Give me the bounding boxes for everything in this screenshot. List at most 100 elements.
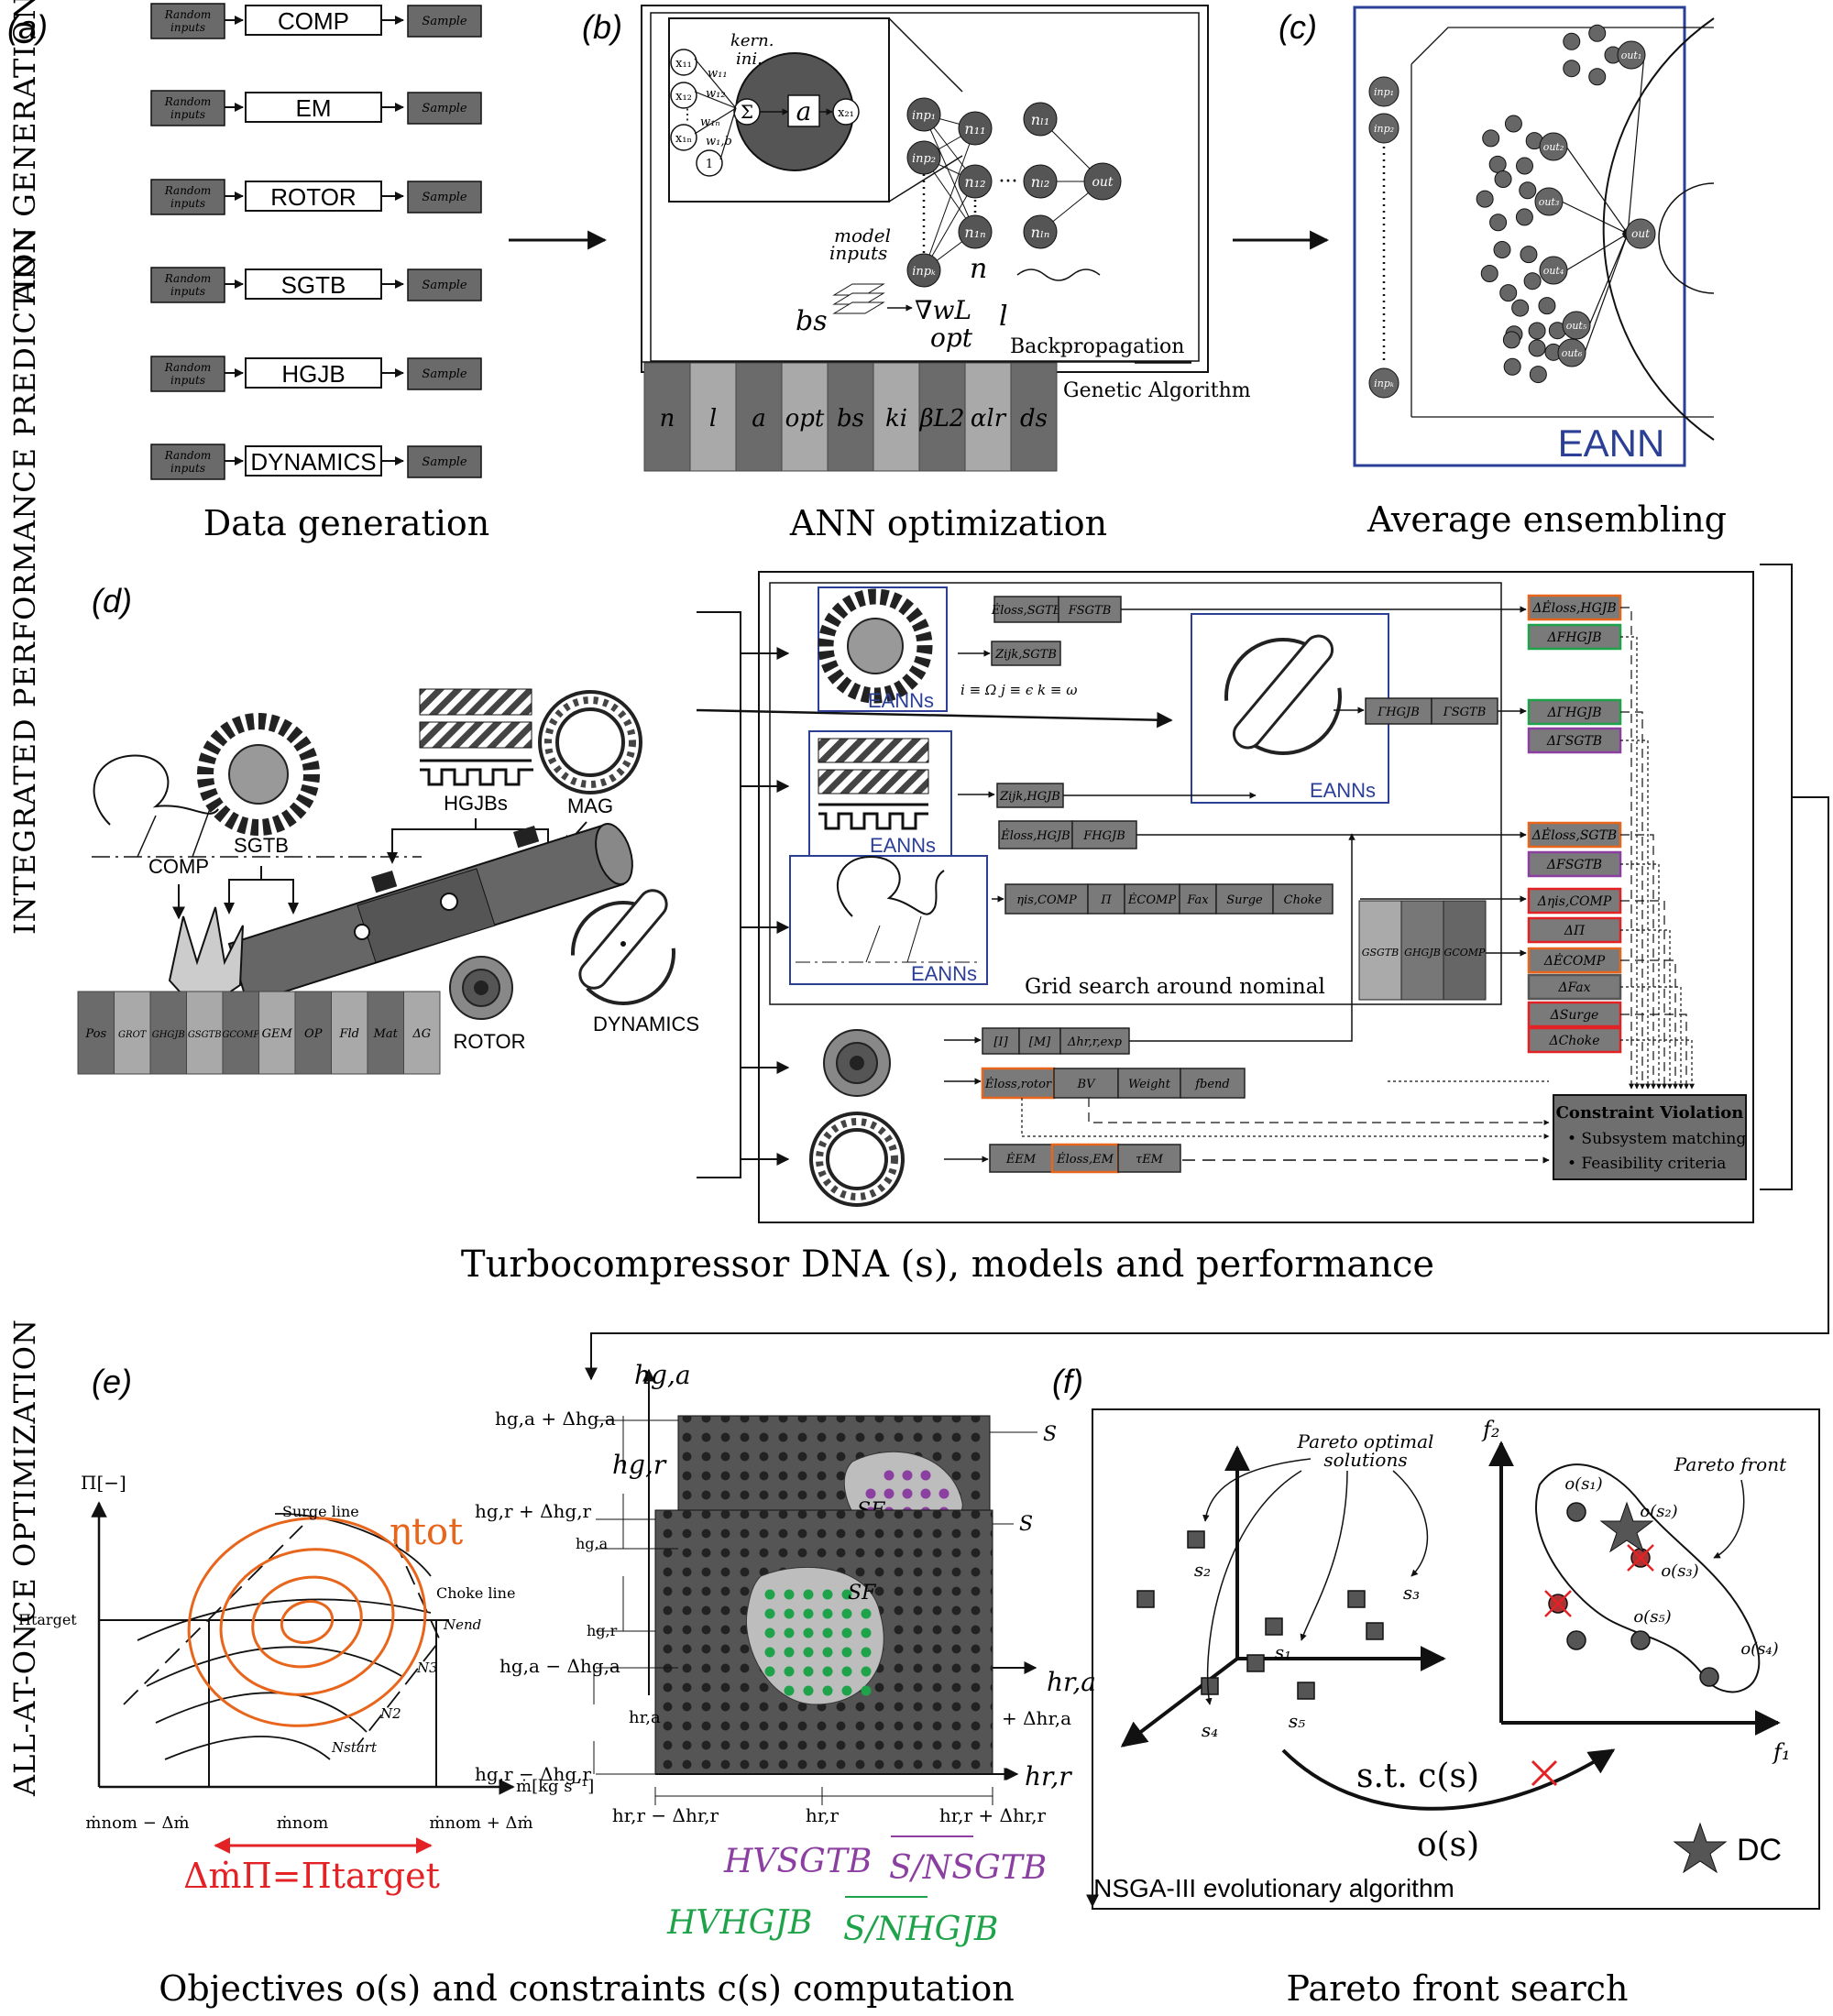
model-label: ROTOR	[270, 183, 356, 211]
output-box	[998, 820, 1073, 849]
hgjb-feasible-point	[822, 1608, 833, 1619]
panel-c-letter: (c)	[1279, 8, 1317, 46]
sample-box	[407, 357, 482, 390]
hgr-minus: hg,r − Δhg,r	[475, 1763, 592, 1785]
side-label-integrated: INTEGRATED PERFORMANCE PREDICTION	[7, 226, 42, 935]
hrr-mid: hr,r	[806, 1804, 840, 1826]
random-inputs-label: inputs	[170, 285, 205, 298]
panel-d: (d) COMP SGTB HGJBs	[77, 564, 1829, 1381]
hgjb-feasible-point	[803, 1608, 814, 1619]
objective-point	[1630, 1630, 1651, 1650]
hgjb-hatched-1	[419, 688, 532, 716]
panel-b-caption: ANN optimization	[789, 503, 1107, 543]
n-label: n	[970, 253, 987, 285]
s-back: S	[1043, 1423, 1057, 1446]
dna-label: GEM	[262, 1027, 293, 1041]
panel-d-letter: (d)	[92, 582, 132, 619]
hyperparam-label: ds	[1020, 405, 1048, 433]
genetic-label: Genetic Algorithm	[1063, 379, 1251, 402]
sample-box	[407, 445, 482, 478]
output-label: out	[1092, 175, 1113, 190]
dna-cell	[294, 991, 332, 1075]
output-box	[1431, 697, 1498, 725]
comp-eanns-label: EANNs	[911, 962, 977, 985]
kern-ini-label-2: ini.	[736, 49, 763, 69]
input-node	[906, 97, 941, 132]
panel-a-caption: Data generation	[203, 503, 490, 543]
hgjb-feasible-point	[822, 1589, 833, 1600]
output-label: ηis,COMP	[1016, 893, 1077, 907]
design-point-label: s₁	[1275, 1641, 1291, 1663]
o-s-label: o(s)	[1417, 1826, 1479, 1864]
dna-cell	[114, 991, 151, 1075]
hidden-label: nₗₙ	[1031, 224, 1050, 241]
weight-label: w₁₂	[706, 87, 726, 101]
input-label: inpₖ	[912, 265, 936, 279]
weight-line	[694, 58, 737, 109]
design-point-label: s₄	[1202, 1719, 1218, 1741]
edge	[923, 127, 976, 271]
delta-label: ΔChoke	[1548, 1034, 1599, 1048]
hyperparam-cell	[735, 362, 783, 472]
hgjb-feasible-point	[841, 1608, 852, 1619]
eann-out-label: out₃	[1539, 196, 1560, 208]
side-label-all-at-once: ALL-AT-ONCE OPTIMIZATION	[7, 1319, 42, 1797]
sample-label: Sample	[422, 455, 466, 469]
delta-connector	[1620, 1013, 1689, 1090]
hyperparam-label: βL2	[919, 405, 965, 433]
eann-out-label: out₁	[1621, 49, 1642, 61]
output-label: Weight	[1128, 1078, 1171, 1091]
panel-f-caption: Pareto front search	[1287, 1968, 1629, 2009]
hyperparam-cell	[918, 362, 966, 472]
hgjb-feasible-point	[861, 1627, 872, 1638]
output-box	[991, 641, 1061, 666]
output-label: FHGJB	[1082, 829, 1125, 843]
output-label: Surge	[1226, 893, 1263, 907]
sample-box	[407, 5, 482, 38]
eta-tot-label: ηtot	[390, 1511, 463, 1553]
hgjb-feasible-point	[764, 1666, 775, 1677]
panel-b: (b) kern. ini. Σ a x₂₁ x₁₁x₁₂x₁ₙ1w₁₁w₁₂w…	[582, 5, 1251, 543]
grid-search-label: Grid search around nominal	[1025, 975, 1325, 999]
hgjb-feasible-point	[841, 1685, 852, 1696]
delta-connector	[1620, 607, 1634, 1090]
hgjb-feasible-point	[784, 1685, 795, 1696]
delta-connector	[1620, 986, 1684, 1090]
panel-e: (e) Π[−] ṁ[kg s⁻¹] Πtarget Surge line Ch…	[18, 1360, 1096, 2009]
e-x-axis: ṁ[kg s⁻¹]	[516, 1777, 594, 1796]
input-node	[906, 140, 941, 175]
hv-sgtb: HVSGTB	[723, 1843, 872, 1880]
panel-c-caption: Average ensembling	[1367, 499, 1727, 540]
kern-ini-label: kern.	[730, 31, 774, 50]
delta-label: ΔSurge	[1550, 1008, 1599, 1023]
sub-node	[1528, 322, 1546, 340]
sub-node	[1588, 24, 1607, 42]
output-label: Ėloss,rotor	[984, 1076, 1052, 1091]
random-inputs-label: inputs	[170, 108, 205, 121]
batch-stack-icon	[832, 283, 885, 314]
hgjb-feasible-point	[803, 1589, 814, 1600]
output-box	[1117, 1068, 1181, 1099]
hgjb-feasible-point	[784, 1647, 795, 1658]
hyperparam-label: n	[660, 405, 675, 433]
hgjb-feasible-point	[784, 1608, 795, 1619]
hyperparam-label: a	[752, 405, 766, 433]
x-tick-3: ṁnom + Δṁ	[429, 1813, 532, 1833]
hgjb-feasible-point	[764, 1608, 775, 1619]
panel-c: (c) inp₁inp₂inpₖout₁out₂out₃out₄out₅out₆…	[1279, 5, 1727, 540]
eann-out-node	[1539, 132, 1568, 161]
delta-connector	[1620, 711, 1645, 1090]
sgtb-feasible-point	[938, 1488, 949, 1499]
delta-m-label: ΔṁΠ=Πtarget	[183, 1856, 440, 1896]
output-box	[1004, 883, 1089, 915]
sub-node	[1494, 170, 1512, 188]
hra-axis: hr,a	[1047, 1667, 1096, 1697]
design-point	[1366, 1622, 1384, 1640]
delta-label: ΔĖloss,SGTB	[1531, 827, 1617, 843]
output-box	[1365, 697, 1432, 725]
model-label: DYNAMICS	[250, 448, 376, 476]
hra-plus: + Δhr,a	[1002, 1707, 1071, 1729]
